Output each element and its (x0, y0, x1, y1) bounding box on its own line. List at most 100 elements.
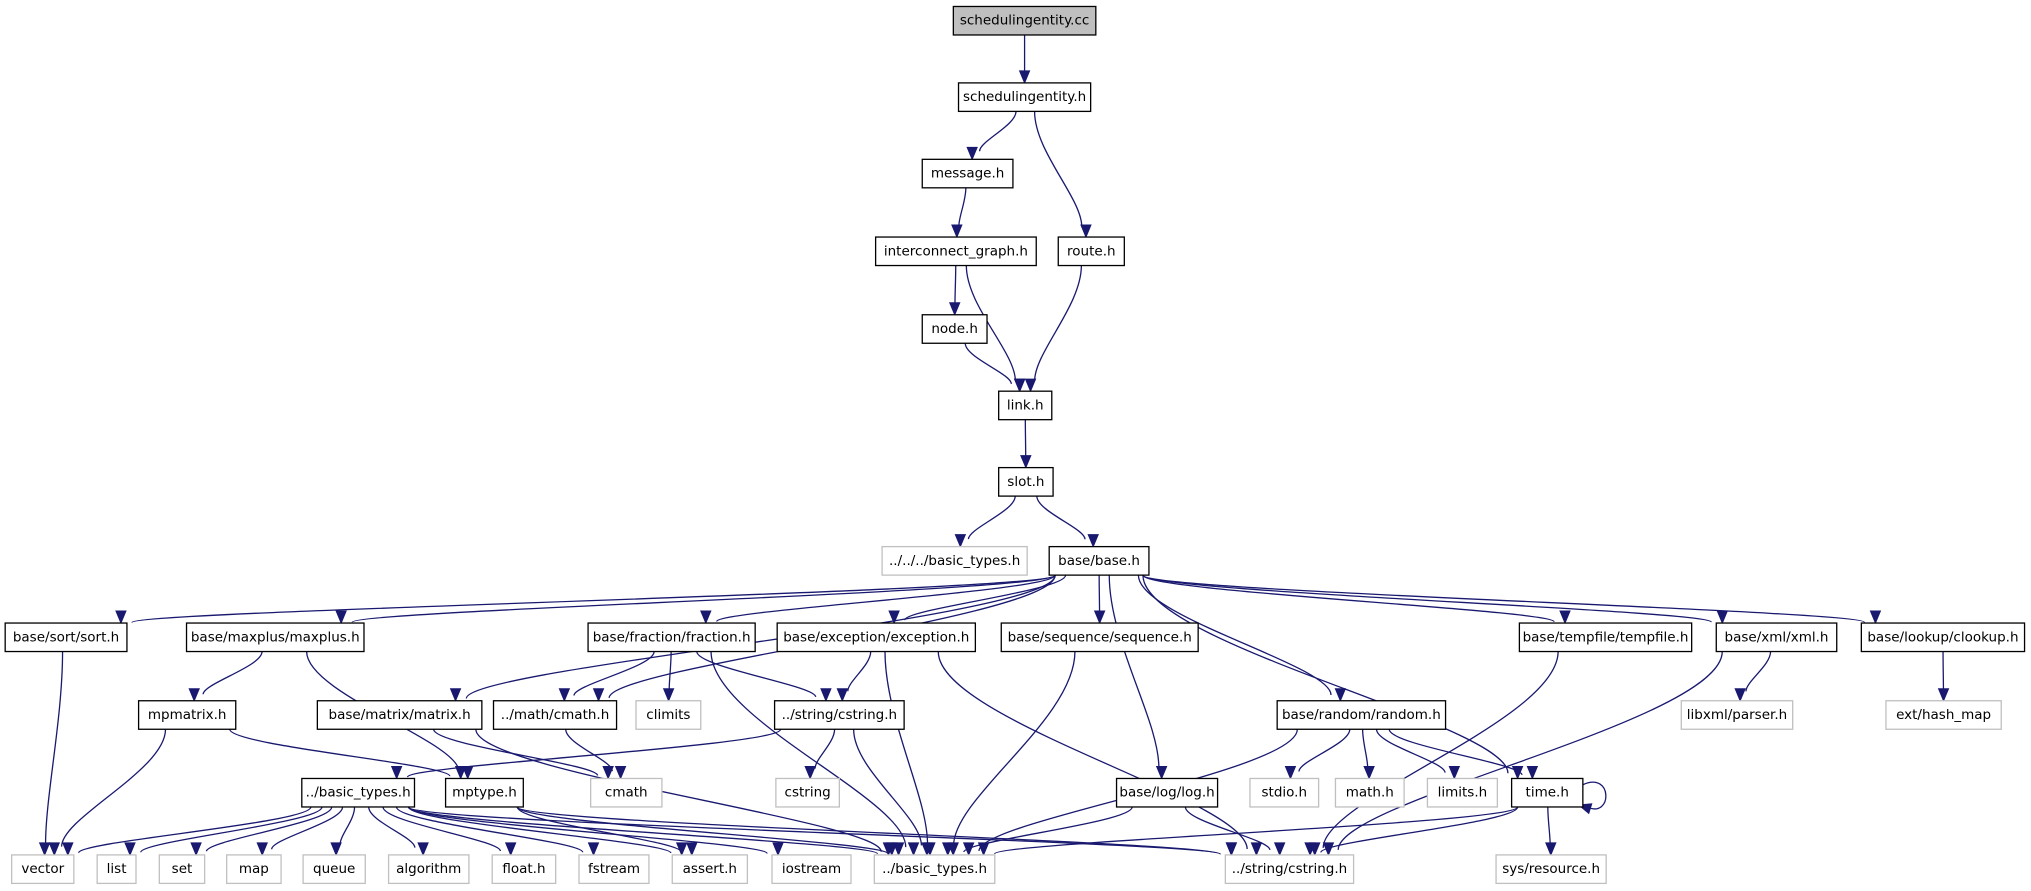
node-box (11, 854, 75, 885)
edge-base-h-to-time-h (1142, 575, 1524, 780)
node-assert-h: assert.h (671, 854, 749, 885)
edge-line (964, 343, 1012, 385)
edge-arrowhead (1545, 842, 1557, 857)
edge-fraction-h-to-climits (662, 651, 675, 703)
node-box (96, 854, 137, 885)
edge-arrowhead (1250, 842, 1263, 857)
node-interconnect-graph-h[interactable]: interconnect_graph.h (874, 236, 1037, 267)
edge-arrowhead (1363, 765, 1375, 780)
node-box (1860, 622, 2026, 653)
edge-arrowhead (1734, 688, 1746, 703)
edge-line (475, 729, 882, 852)
edge-sort-h-to-vector (38, 651, 64, 857)
edge-arrowhead (907, 842, 920, 857)
node-box (226, 854, 282, 885)
node-clookup-h[interactable]: base/lookup/clookup.h (1860, 622, 2026, 653)
node-label: ../basic_types.h (306, 785, 411, 801)
node-fraction-h[interactable]: base/fraction/fraction.h (587, 622, 756, 653)
node-sequence-h[interactable]: base/sequence/sequence.h (1000, 622, 1199, 653)
node-mpmatrix-h[interactable]: mpmatrix.h (137, 700, 237, 730)
node-set: set (158, 854, 206, 885)
node-maxplus-h[interactable]: base/maxplus/maxplus.h (185, 622, 365, 653)
edge-line (965, 265, 1017, 382)
node-label: mpmatrix.h (148, 707, 227, 723)
node-matrix-h[interactable]: base/matrix/matrix.h (316, 700, 483, 730)
edge-arrowhead (558, 688, 571, 703)
edge-line (44, 651, 64, 844)
node-tempfile-h[interactable]: base/tempfile/tempfile.h (1518, 622, 1693, 653)
node-box (773, 700, 905, 730)
node-box (492, 700, 618, 730)
node-box (1276, 700, 1447, 730)
edge-arrowhead (390, 765, 403, 780)
node-box (1000, 622, 1199, 653)
node-slot-h[interactable]: slot.h (998, 466, 1054, 497)
node-box (921, 158, 1014, 189)
node-base-h[interactable]: base/base.h (1048, 545, 1150, 576)
edge-tempfile-h-to-cstring-h-ext (1309, 651, 1559, 857)
node-label: cmath (605, 785, 648, 801)
node-cmath-h[interactable]: ../math/cmath.h (492, 700, 618, 730)
node-xml-h[interactable]: base/xml/xml.h (1715, 622, 1838, 653)
node-box (998, 390, 1053, 421)
node-cstring-h-doc[interactable]: ../string/cstring.h (773, 700, 905, 730)
edge-line (271, 806, 344, 850)
node-label: ../string/cstring.h (782, 707, 897, 723)
node-label: base/exception/exception.h (783, 629, 969, 645)
edge-arrowhead (1937, 688, 1950, 703)
node-time-h[interactable]: time.h (1510, 777, 1584, 808)
edge-exception-h-to-cstring-h-doc (836, 651, 872, 703)
node-label: message.h (931, 166, 1005, 182)
node-exception-h[interactable]: base/exception/exception.h (776, 622, 977, 653)
node-random-h[interactable]: base/random/random.h (1276, 700, 1447, 730)
edge-schedulingentity-h-to-message-h (966, 111, 1017, 161)
edge-exception-h-to-cstring-h-ext (937, 651, 1263, 857)
edge-line (140, 806, 323, 853)
edge-line (1184, 806, 1271, 851)
edge-base-h-to-xml-h (1142, 574, 1729, 625)
edge-random-h-to-time-h (1388, 728, 1539, 780)
node-sort-h[interactable]: base/sort/sort.h (4, 622, 128, 653)
edge-arrowhead (48, 842, 61, 857)
node-schedulingentity-cc[interactable]: schedulingentity.cc (952, 5, 1097, 36)
edge-base-h-to-exception-h (888, 574, 1067, 625)
node-log-h[interactable]: base/log/log.h (1115, 777, 1219, 808)
node-label: queue (313, 861, 355, 877)
node-label: base/tempfile/tempfile.h (1523, 629, 1689, 645)
node-message-h[interactable]: message.h (921, 158, 1014, 189)
node-box (998, 466, 1054, 497)
edge-line (1142, 574, 1866, 623)
edge-arrowhead (686, 842, 698, 857)
edge-arrowhead (454, 765, 467, 780)
edge-interconnect-graph-h-to-node-h (948, 265, 961, 317)
edge-arrowhead (977, 842, 990, 857)
edge-basic-types-up1-doc-to-set (190, 806, 333, 857)
node-mptype-h[interactable]: mptype.h (444, 777, 524, 808)
node-label: ext/hash_map (1896, 707, 1991, 723)
node-box (301, 777, 416, 808)
node-box (1495, 854, 1607, 885)
node-box (587, 622, 756, 653)
edge-line (668, 651, 672, 690)
edge-basic-types-up1-doc-to-iostream (407, 806, 784, 857)
node-box (316, 700, 483, 730)
edge-arrowhead (587, 842, 600, 857)
edge-arrowhead (948, 302, 961, 317)
edge-basic-types-up1-doc-to-float-h (382, 806, 517, 857)
edge-line (395, 806, 584, 853)
node-link-h[interactable]: link.h (998, 390, 1053, 421)
node-limits-h: limits.h (1426, 777, 1499, 808)
edge-base-h-to-sequence-h (1093, 575, 1106, 625)
node-route-h[interactable]: route.h (1057, 236, 1125, 267)
edge-arrowhead (190, 842, 202, 857)
node-schedulingentity-h[interactable]: schedulingentity.h (957, 82, 1092, 113)
node-basic-types-up1-doc[interactable]: ../basic_types.h (301, 777, 416, 808)
node-node-h[interactable]: node.h (921, 314, 988, 344)
edge-cstring-h-doc-to-basic-types-up1-doc (390, 728, 782, 780)
node-box (1249, 777, 1320, 808)
edge-line (1298, 729, 1351, 772)
edge-arrowhead (1013, 378, 1026, 393)
edge-arrowhead (954, 534, 967, 548)
edge-basic-types-up1-doc-to-assert-h (407, 806, 688, 857)
edge-random-h-to-math-h (1361, 729, 1375, 780)
